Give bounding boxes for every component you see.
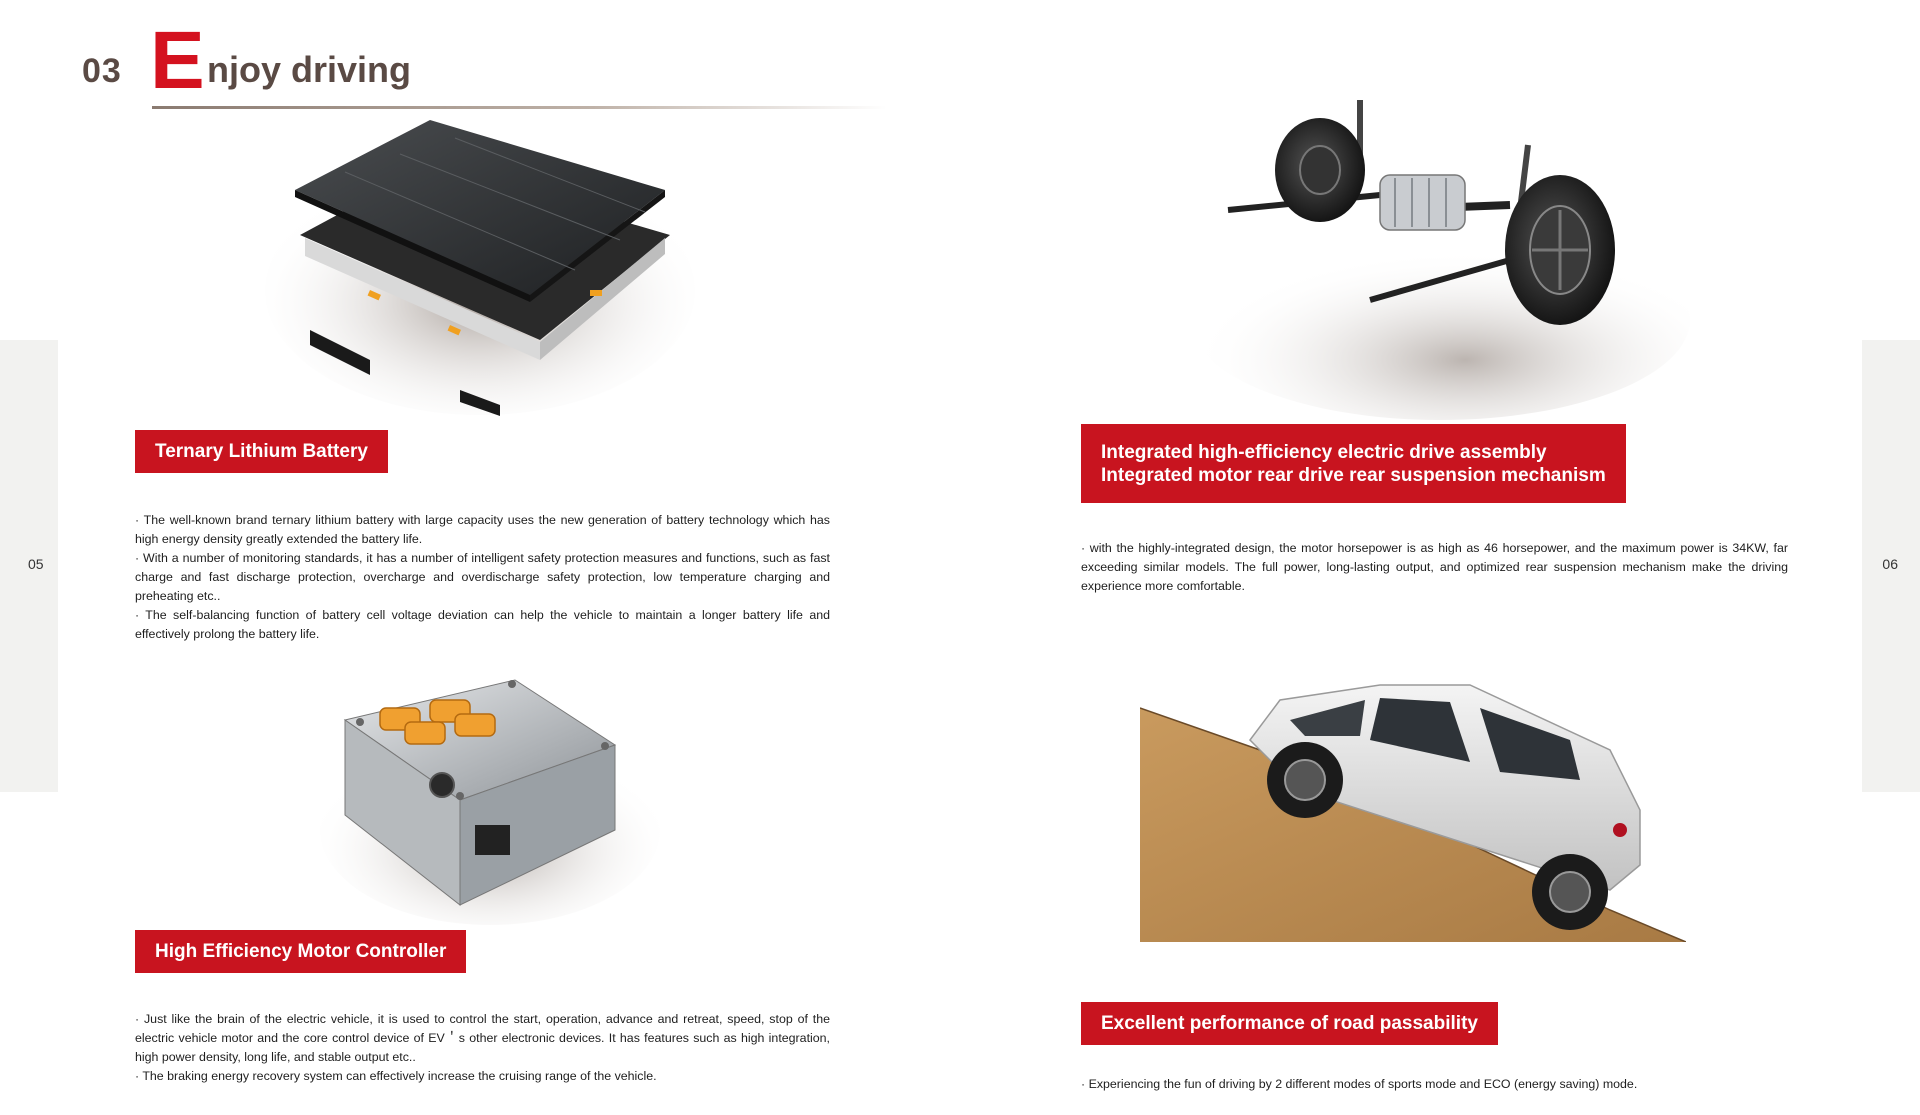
label-integrated-drive-assembly: Integrated high-efficiency electric driv… xyxy=(1081,424,1626,503)
label-line-2: Integrated motor rear drive rear suspens… xyxy=(1101,464,1606,486)
section-title: njoy driving xyxy=(207,49,412,90)
label-ternary-lithium-battery: Ternary Lithium Battery xyxy=(135,430,388,473)
label-text: Excellent performance of road passabilit… xyxy=(1101,1013,1478,1034)
passability-description: · Experiencing the fun of driving by 2 d… xyxy=(1081,1075,1788,1094)
battery-bullet-2: · With a number of monitoring standards,… xyxy=(135,551,830,603)
drive-bullet-1: · with the highly-integrated design, the… xyxy=(1081,541,1788,593)
page-number-left: 05 xyxy=(28,556,44,572)
controller-bullet-2: · The braking energy recovery system can… xyxy=(135,1069,657,1083)
controller-bullet-1: · Just like the brain of the electric ve… xyxy=(135,1012,830,1064)
car-on-slope-image xyxy=(1140,684,1686,942)
label-road-passability: Excellent performance of road passabilit… xyxy=(1081,1002,1498,1045)
passability-bullet-1: · Experiencing the fun of driving by 2 d… xyxy=(1081,1077,1638,1091)
battery-pack-image xyxy=(265,120,695,416)
battery-description: · The well-known brand ternary lithium b… xyxy=(135,511,830,644)
title-initial: E xyxy=(150,15,205,106)
battery-bullet-1: · The well-known brand ternary lithium b… xyxy=(135,513,830,546)
label-text: Ternary Lithium Battery xyxy=(155,441,368,462)
header-rule xyxy=(152,106,887,109)
label-high-efficiency-motor-controller: High Efficiency Motor Controller xyxy=(135,930,467,973)
left-side-tab xyxy=(0,340,58,792)
motor-controller-image xyxy=(320,679,660,925)
page-number-right: 06 xyxy=(1882,556,1898,572)
battery-bullet-3: · The self-balancing function of battery… xyxy=(135,608,830,641)
section-number: 03 xyxy=(82,52,122,90)
label-text: High Efficiency Motor Controller xyxy=(155,941,447,962)
label-line-1: Integrated high-efficiency electric driv… xyxy=(1101,441,1547,463)
controller-description: · Just like the brain of the electric ve… xyxy=(135,1010,830,1086)
drive-description: · with the highly-integrated design, the… xyxy=(1081,539,1788,596)
drive-assembly-image xyxy=(1190,100,1690,420)
right-side-tab xyxy=(1862,340,1920,792)
